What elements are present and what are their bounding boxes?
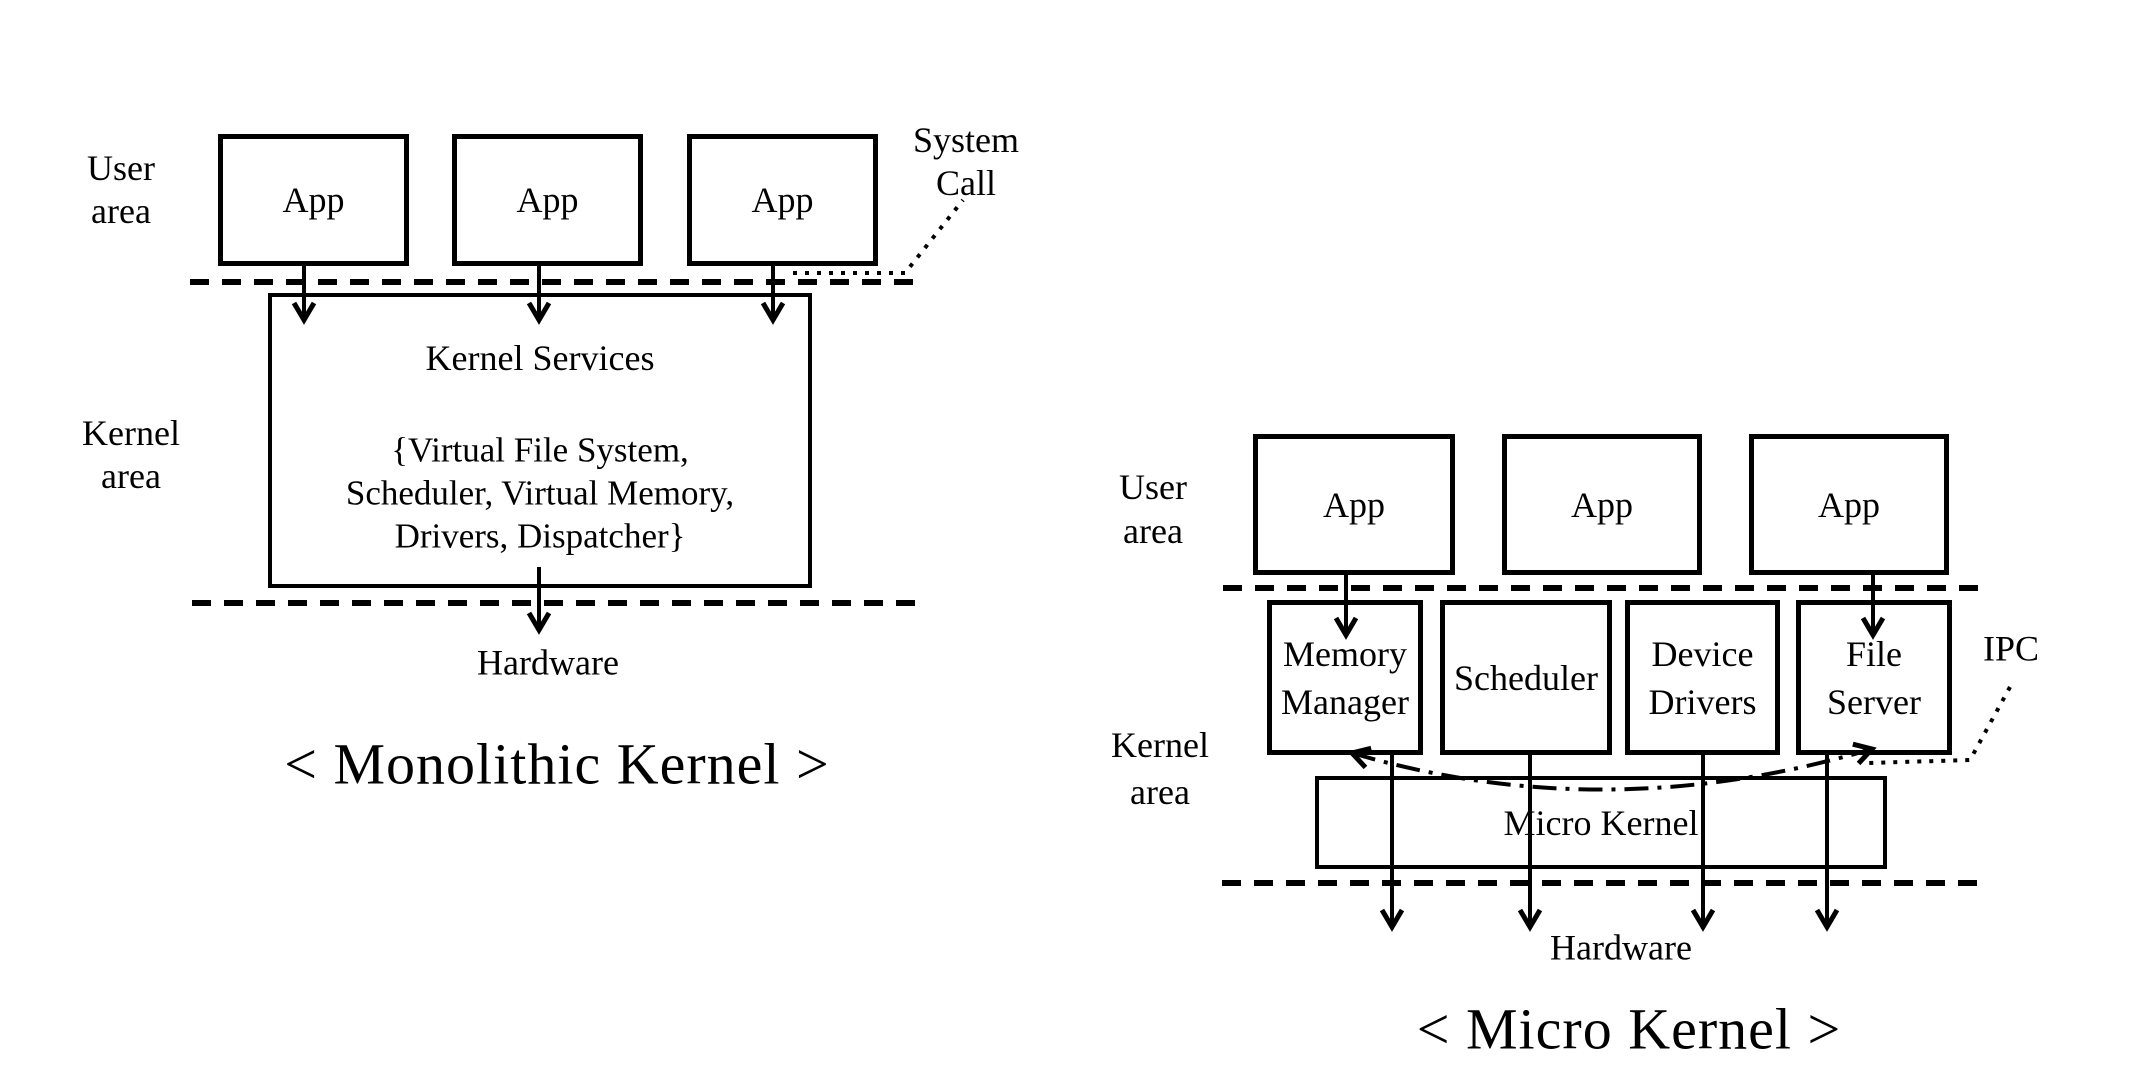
kernel-services-item: Scheduler, Virtual Memory, <box>345 473 735 513</box>
app-label: App <box>516 180 579 220</box>
app-box: App <box>687 134 878 266</box>
ipc-label: IPC <box>1982 628 2040 669</box>
kernel-services-item: Drivers, Dispatcher} <box>394 516 686 556</box>
kernel-area-label: Kernel area <box>82 413 180 496</box>
app-box: App <box>1253 434 1455 575</box>
scheduler-box: Scheduler <box>1440 600 1612 755</box>
app-label: App <box>282 180 345 220</box>
server-label-line: Drivers <box>1648 681 1757 722</box>
server-label-line: File <box>1845 633 1902 674</box>
system-call-label: System Call <box>912 120 1020 203</box>
app-box: App <box>452 134 643 266</box>
file-server-box: File Server <box>1796 600 1952 755</box>
server-label-line: Memory <box>1283 633 1407 674</box>
server-label-line: Server <box>1827 681 1921 722</box>
micro-kernel-box: Micro Kernel <box>1315 776 1887 869</box>
app-box: App <box>1749 434 1949 575</box>
app-label: App <box>1571 484 1633 525</box>
memory-manager-box: Memory Manager <box>1267 600 1423 755</box>
server-label-line: Manager <box>1281 681 1409 722</box>
user-area-label: User area <box>87 148 155 231</box>
monolithic-kernel-caption: < Monolithic Kernel > <box>284 731 830 797</box>
micro-kernel-caption: < Micro Kernel > <box>1416 996 1842 1062</box>
kernel-services-items: {Virtual File System, Scheduler, Virtual… <box>346 429 734 558</box>
app-box: App <box>218 134 409 266</box>
kernel-services-box: Kernel Services {Virtual File System, Sc… <box>268 293 812 588</box>
micro-kernel-label: Micro Kernel <box>1503 802 1699 843</box>
kernel-area-label: Kernel area <box>1111 725 1209 812</box>
kernel-services-title: Kernel Services <box>425 338 655 378</box>
kernel-services-item: {Virtual File System, <box>391 430 689 470</box>
app-label: App <box>1818 484 1880 525</box>
app-label: App <box>1323 484 1385 525</box>
hardware-label: Hardware <box>477 642 619 683</box>
app-label: App <box>751 180 814 220</box>
server-label-line: Device <box>1651 633 1754 674</box>
device-drivers-box: Device Drivers <box>1625 600 1780 755</box>
app-box: App <box>1502 434 1702 575</box>
hardware-label: Hardware <box>1550 927 1692 968</box>
user-area-label: User area <box>1119 467 1187 551</box>
server-label-line: Scheduler <box>1454 657 1598 698</box>
